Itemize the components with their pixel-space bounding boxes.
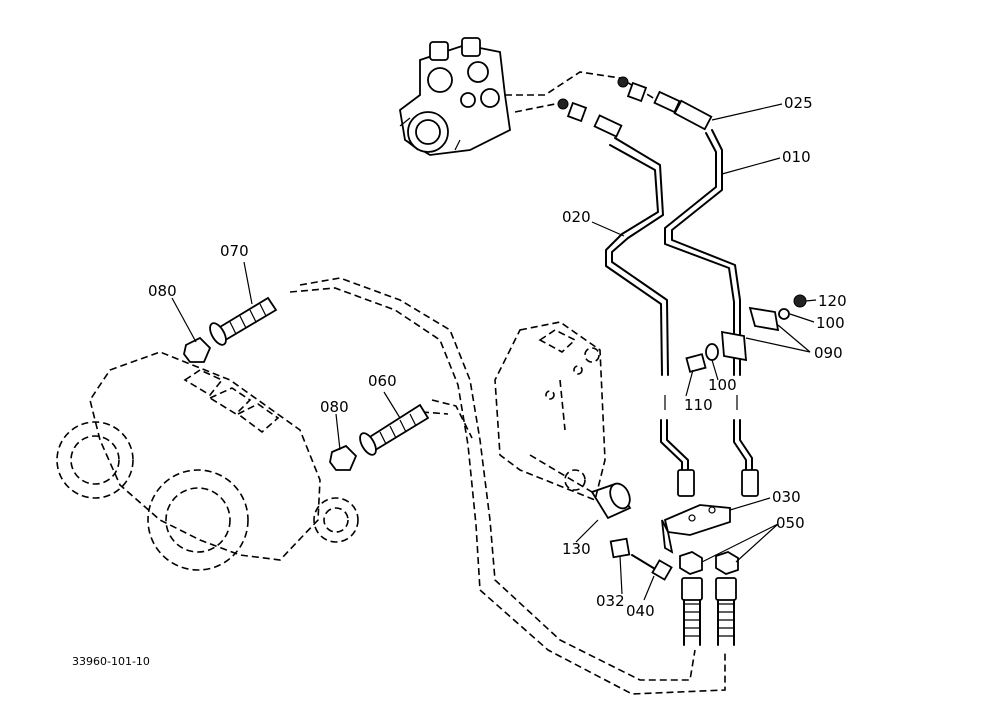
hose-fitting-060: [359, 403, 430, 456]
label-032: 032: [596, 592, 625, 610]
label-040: 040: [626, 602, 655, 620]
spacer-bolt-nut: [529, 454, 673, 581]
elbow-080-upper: [183, 336, 212, 363]
lift-housing: [56, 351, 359, 571]
label-080-lower: 080: [320, 398, 349, 416]
pipe-010: [664, 129, 753, 471]
hose-fitting-070: [209, 296, 278, 346]
reference-code: 33960-101-10: [72, 655, 150, 668]
label-100-upper: 100: [816, 314, 845, 332]
pipe-020: [605, 137, 689, 471]
clamp-090: [685, 294, 807, 373]
label-120: 120: [818, 292, 847, 310]
label-090: 090: [814, 344, 843, 362]
label-020: 020: [562, 208, 591, 226]
transmission-body: [494, 321, 606, 502]
label-070: 070: [220, 242, 249, 260]
bracket-030: [661, 504, 731, 554]
label-100-lower: 100: [708, 376, 737, 394]
label-050: 050: [776, 514, 805, 532]
leader-lines: [171, 103, 817, 601]
label-025: 025: [784, 94, 813, 112]
label-010: 010: [782, 148, 811, 166]
label-110: 110: [684, 396, 713, 414]
label-060: 060: [368, 372, 397, 390]
fitting-right-lower: [741, 469, 759, 497]
fitting-left-lower: [677, 469, 695, 497]
label-030: 030: [772, 488, 801, 506]
hose-nuts-050: [679, 551, 739, 646]
control-valve: [399, 37, 511, 156]
top-fittings: [557, 76, 713, 138]
label-130: 130: [562, 540, 591, 558]
hydraulic-hoses-lower: [289, 277, 726, 695]
label-080-upper: 080: [148, 282, 177, 300]
elbow-080-lower: [329, 444, 358, 471]
